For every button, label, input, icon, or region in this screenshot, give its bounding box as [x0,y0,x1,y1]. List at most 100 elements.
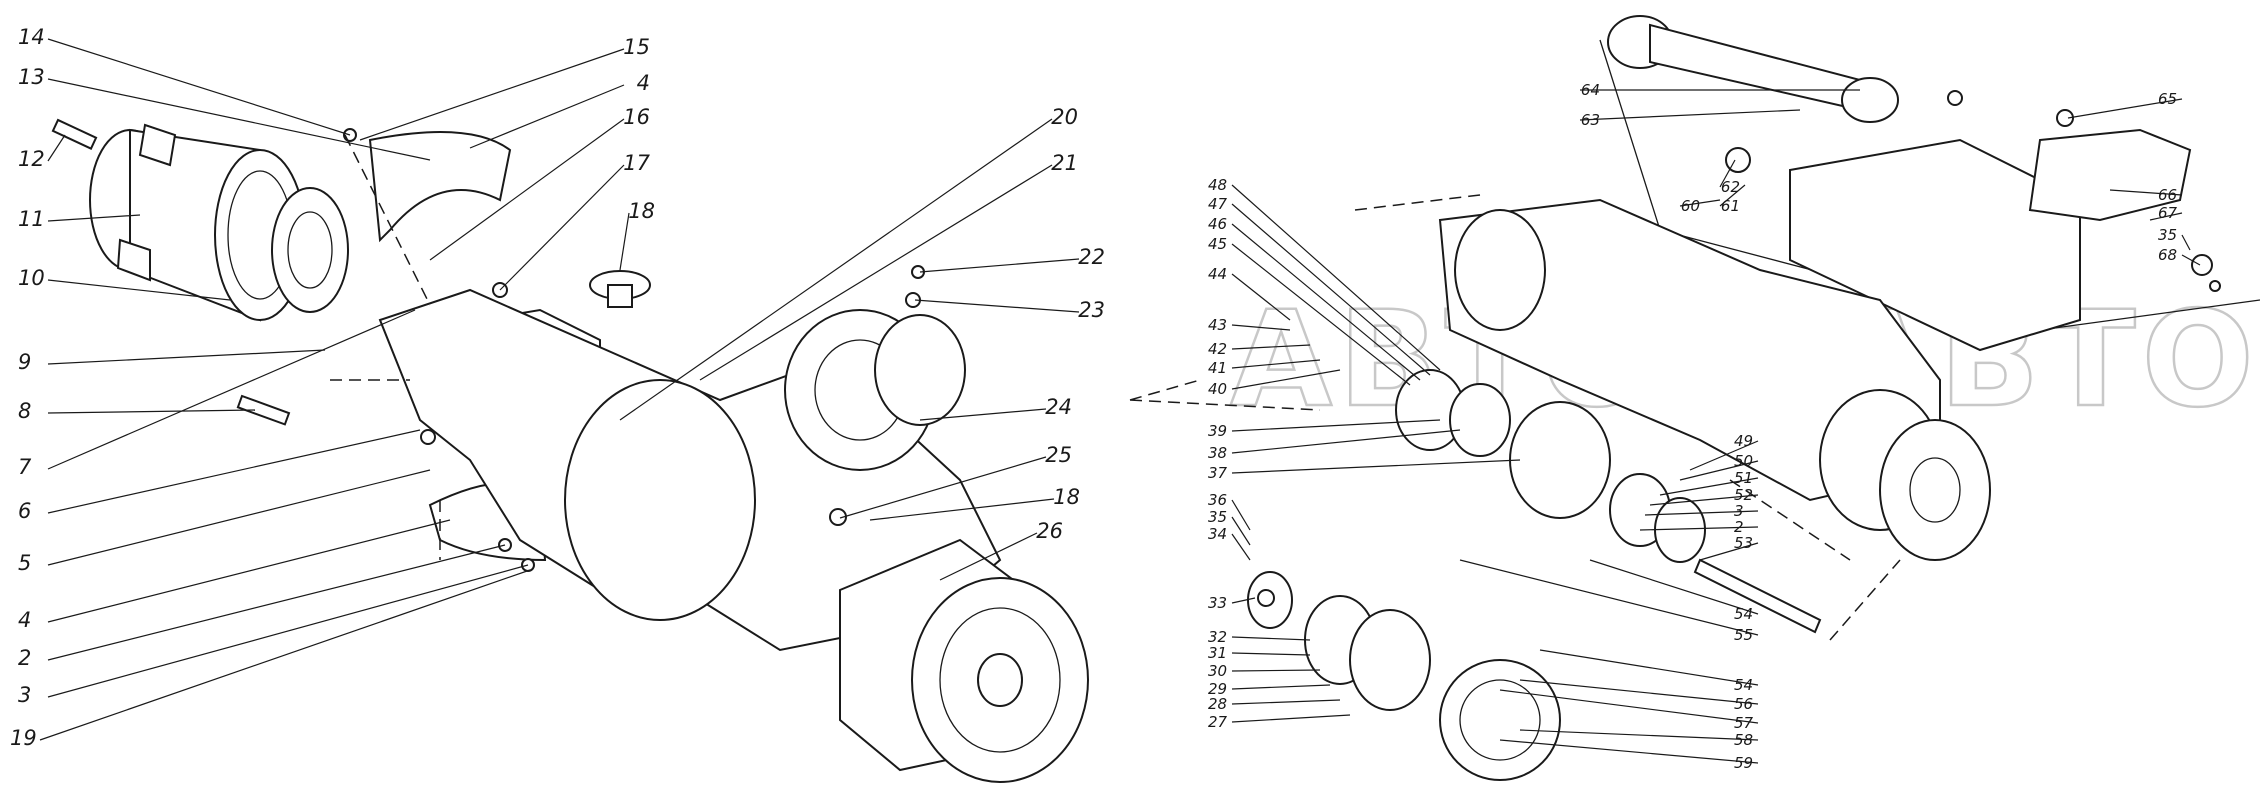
right-leader-line [2109,189,2183,196]
right-leader-line [1231,533,1251,561]
left-leader-line [47,564,529,698]
left-callout-label: 23 [1078,298,1105,322]
right-callout-label: 58 [1734,731,1753,749]
right-callout-label: 31 [1208,644,1227,662]
left-leader-line [919,408,1047,421]
right-leader-line [1659,477,1759,496]
right-callout-label: 50 [1734,452,1753,470]
right-leader-line [1231,324,1291,331]
right-callout-label: 61 [1721,197,1740,215]
right-leader-line [1231,359,1321,369]
right-callout-label: 41 [1208,359,1227,377]
right-leader-line [1539,649,1759,686]
mount-bracket [2028,128,2192,222]
right-callout-label: 55 [1734,626,1753,644]
left-leader-line [47,78,431,161]
right-callout-label: 60 [1681,197,1700,215]
right-leader-line [1644,510,1759,516]
left-callout-label: 21 [1051,151,1078,175]
left-callout-label: 9 [18,350,31,374]
right-callout-label: 63 [1581,111,1600,129]
right-axle-assembly [1129,15,2260,781]
right-leader-line [1231,714,1351,723]
axle-mount-block [1789,138,2081,352]
right-leader-line [1649,494,1759,506]
left-callout-label: 18 [628,199,655,223]
right-callout-label: 51 [1734,469,1753,487]
left-callout-label: 6 [18,499,31,523]
right-callout-label: 38 [1208,444,1227,462]
right-callout-label: 33 [1208,594,1227,612]
left-axle-assembly [51,118,1089,783]
right-leader-line [1231,419,1441,432]
washer [2191,254,2213,276]
right-leader-line [1231,669,1321,672]
nut [420,429,436,445]
right-callout-label: 27 [1208,713,1228,731]
left-callout-label: 7 [18,455,32,479]
right-callout-label: 53 [1734,534,1753,552]
left-leader-line [619,118,1053,421]
bolt [1725,147,1751,173]
right-callout-label: 46 [1208,215,1227,233]
left-callout-label: 13 [18,65,45,89]
hub-reduction-parts [1247,571,1561,781]
left-callout-label: 5 [18,551,31,575]
right-callout-label: 2 [1734,518,1744,536]
right-leader-line [1459,559,1759,636]
right-leader-line [1589,559,1759,615]
breather-cap [589,270,651,308]
right-callout-label: 3 [1734,502,1744,520]
left-leader-line [939,532,1038,581]
right-callout-label: 67 [2158,204,2178,222]
right-callout-label: 35 [2158,226,2177,244]
right-callout-label: 32 [1208,628,1227,646]
right-leader-line [1231,273,1291,321]
right-leader-line [1231,344,1311,350]
right-callout-label: 62 [1721,178,1740,196]
right-callout-label: 59 [1734,754,1753,772]
housing-left-end [1454,209,1546,331]
left-callout-label: 24 [1045,395,1072,419]
right-leader-line [1231,652,1311,656]
left-leader-line [914,299,1080,313]
hub-flange [1879,419,1991,561]
left-callout-label: 3 [18,683,31,707]
right-callout-label: 64 [1581,81,1600,99]
right-leader-line [1639,526,1759,531]
left-leader-line [47,309,416,470]
left-callout-label: 26 [1036,519,1063,543]
right-leader-line [1231,459,1521,474]
bolt [2056,109,2074,127]
left-leader-line [47,279,231,301]
right-callout-label: 28 [1208,695,1227,713]
right-leader-line [2067,98,2183,119]
half-shaft [1693,558,1822,634]
left-leader-line [429,118,625,261]
left-leader-line [839,456,1047,519]
nut [1257,589,1275,607]
right-leader-line [1499,689,1759,724]
wheel-stud [51,118,98,150]
right-callout-label: 54 [1734,676,1753,694]
left-leader-line [47,544,506,661]
right-leader-line [1719,159,1736,188]
right-callout-label: 43 [1208,316,1227,334]
right-callout-label: 47 [1208,195,1228,213]
left-leader-line [359,48,625,141]
right-callout-label: 56 [1734,695,1753,713]
left-leader-line [499,164,625,291]
differential-carrier [784,309,966,471]
right-callout-label: 57 [1734,714,1754,732]
left-callout-label: 10 [18,266,45,290]
left-leader-line [47,134,66,162]
left-callout-label: 22 [1078,245,1105,269]
left-callout-label: 20 [1051,105,1078,129]
right-leader-line [1699,542,1759,561]
right-leader-line [1231,429,1461,454]
right-leader-line [1689,440,1759,471]
right-leader-line [1499,739,1759,764]
right-leader-line [1579,109,1801,121]
right-leader-line [2181,234,2191,251]
